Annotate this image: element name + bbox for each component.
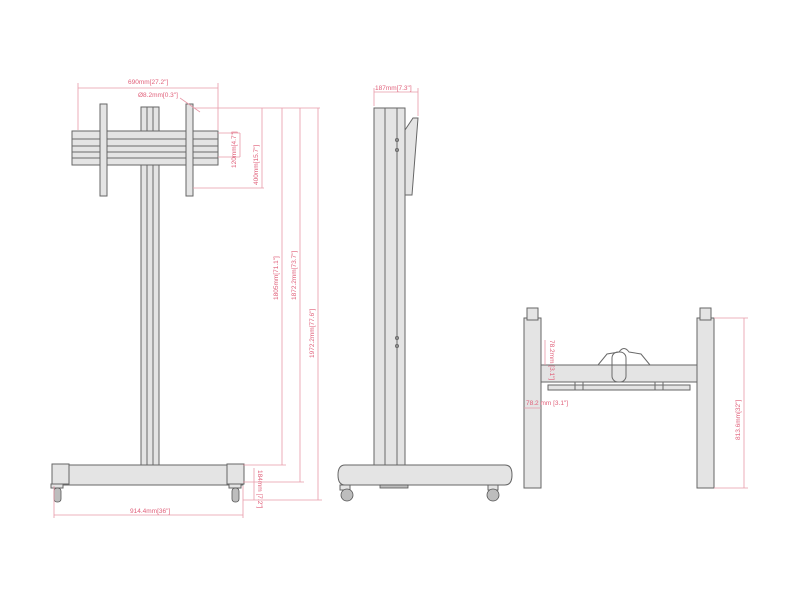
front-view (50, 103, 245, 503)
side-view: 187mm[7.3"] (337, 85, 513, 502)
dim-post-height: 813.6mm[32"] (735, 400, 742, 440)
caster-left (50, 483, 64, 503)
base (54, 464, 244, 486)
crossbar (71, 130, 219, 166)
dim-height-1: 1805mm[71.1"] (273, 256, 280, 300)
post-right (696, 317, 715, 489)
mount-plate-left (99, 103, 108, 197)
dim-vertical-offset: 78.2mm [3.1"] (548, 340, 555, 380)
base-side (337, 464, 513, 486)
dim-base-width: 914.4mm[36"] (130, 508, 170, 515)
bracket (597, 348, 651, 366)
mount-plate-right (185, 103, 194, 197)
caster-side-right (486, 484, 500, 502)
dim-height-3: 1972.2mm[77.6"] (309, 309, 316, 358)
dim-horizontal-offset: 78.2 mm [3.1"] (526, 400, 568, 407)
dim-base-height: 184mm [7.2"] (256, 470, 263, 509)
mount-bracket-side (404, 117, 419, 196)
dim-mount-width: 690mm[27.2"] (128, 79, 168, 86)
dim-height-2: 1872.2mm[73.7"] (291, 251, 298, 300)
support-rail (547, 384, 691, 391)
detail-view: 78.2mm [3.1"] 78.2 mm [3.1"] 813.6mm[32"… (523, 307, 748, 489)
dim-depth: 187mm[7.3"] (375, 85, 412, 92)
caster-right (228, 483, 242, 503)
caster-side-left (339, 484, 354, 502)
front-dimensions: 690mm[27.2"] Ø8.2mm[0.3"] 120mm[4.7"] 40… (53, 79, 322, 518)
column-side (373, 107, 406, 466)
dim-hole-diameter: Ø8.2mm[0.3"] (138, 92, 178, 99)
crossbar-detail (540, 364, 698, 383)
dim-rail-spacing: 120mm[4.7"] (231, 131, 238, 168)
dim-mount-height: 400mm[15.7"] (253, 145, 260, 185)
